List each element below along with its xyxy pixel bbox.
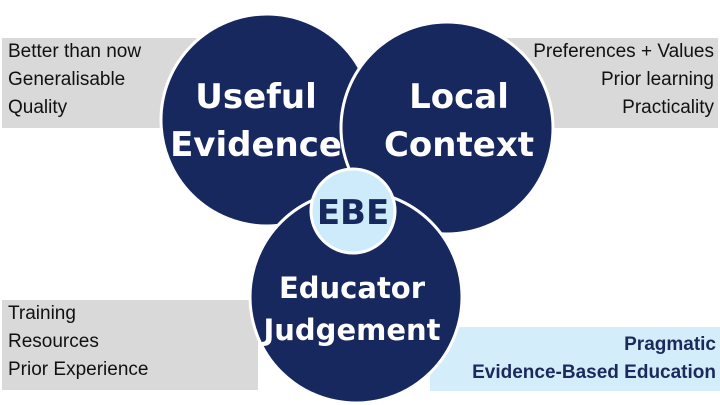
criterion-generalisable: Generalisable — [8, 69, 126, 90]
criterion-prior-experience: Prior Experience — [8, 359, 149, 380]
circle-local-context — [339, 20, 555, 236]
criterion-resources: Resources — [8, 331, 99, 352]
center-ebe-badge: EBE — [309, 167, 397, 255]
criterion-training: Training — [8, 303, 76, 324]
label-judgement: Judgement — [261, 313, 440, 347]
label-local: Local — [409, 77, 509, 117]
criterion-practicality: Practicality — [622, 97, 714, 118]
bottom-right-caption-box: Pragmatic Evidence-Based Education — [430, 327, 720, 391]
label-evidence: Evidence — [170, 125, 342, 165]
caption-evidence-based-education: Evidence-Based Education — [472, 362, 716, 383]
label-useful: Useful — [195, 77, 317, 117]
caption-pragmatic: Pragmatic — [624, 334, 716, 355]
label-educator: Educator — [279, 271, 426, 305]
criterion-preferences-values: Preferences + Values — [533, 41, 714, 62]
bottom-left-criteria-box: Training Resources Prior Experience — [2, 300, 258, 390]
criterion-better-than-now: Better than now — [8, 41, 142, 62]
label-context: Context — [384, 125, 534, 165]
criterion-prior-learning: Prior learning — [601, 69, 714, 90]
center-ebe-label: EBE — [317, 193, 389, 233]
criterion-quality: Quality — [8, 97, 68, 118]
